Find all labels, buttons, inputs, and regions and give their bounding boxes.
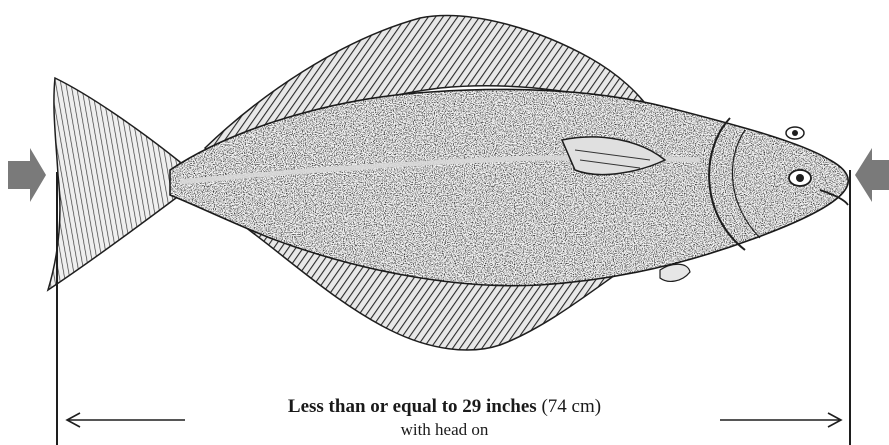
halibut-illustration — [48, 16, 848, 350]
size-limit-caption: Less than or equal to 29 inches (74 cm) — [0, 396, 889, 418]
right-arrow-icon — [8, 148, 46, 202]
size-limit-note: with head on — [0, 419, 889, 441]
size-limit-label: Less than or equal to 29 inches — [288, 396, 537, 417]
size-limit-metric: (74 cm) — [541, 396, 601, 417]
left-arrow-icon — [855, 148, 889, 202]
